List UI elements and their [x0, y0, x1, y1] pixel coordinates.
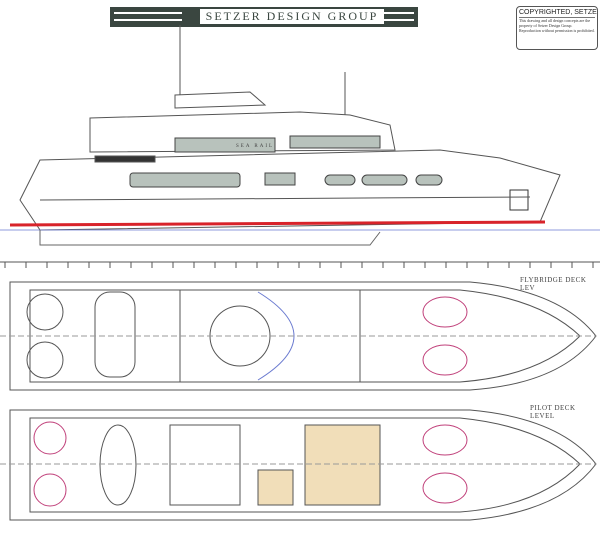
keel [39, 230, 381, 246]
pilot-sunpad-bottom [422, 472, 468, 504]
stairs [257, 469, 294, 506]
flybridge-roof [174, 91, 267, 109]
aft-lounge-bottom [33, 473, 67, 507]
hull-window [94, 155, 156, 163]
yacht-name: SEA RAIL [236, 144, 275, 149]
title-banner: SETZER DESIGN GROUP [110, 7, 418, 27]
windows [129, 135, 443, 188]
rubrail [39, 196, 531, 201]
deck-label-pilot: PILOT DECK LEVEL [530, 404, 576, 420]
flybridge-lounge [179, 289, 361, 383]
aft-seat-top [26, 293, 64, 331]
deck-label-flybridge: FLYBRIDGE DECK LEV [520, 276, 587, 292]
aft-lounge-top [33, 421, 67, 455]
hull [19, 149, 561, 231]
sunpad-bottom [422, 344, 468, 376]
company-name: SETZER DESIGN GROUP [200, 9, 384, 24]
waterline-stripe [9, 220, 546, 227]
pilot-sunpad-top [422, 424, 468, 456]
salon [169, 424, 241, 506]
dining-table [99, 424, 137, 506]
aft-seat-bottom [26, 341, 64, 379]
copyright-title: COPYRIGHTED, SETZER [519, 9, 598, 18]
copyright-body: This drawing and all design concepts are… [519, 18, 595, 33]
logo-badge [509, 189, 529, 211]
sunpad-top [422, 296, 468, 328]
galley [304, 424, 381, 506]
tender-boat [94, 291, 136, 378]
copyright-notice: COPYRIGHTED, SETZER This drawing and all… [516, 6, 598, 50]
ruler-ticks [4, 262, 594, 268]
